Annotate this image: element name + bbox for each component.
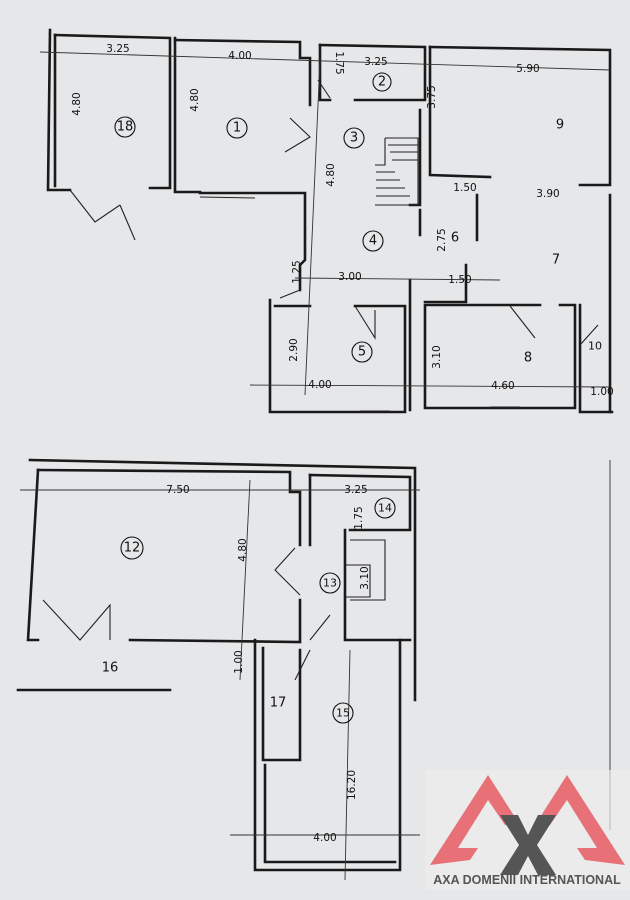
upper-floor-doors — [39, 51, 611, 412]
dim-label: 3.00 — [338, 271, 361, 283]
room-13: 13 — [323, 577, 337, 590]
dim-label: 1.75 — [333, 51, 345, 74]
room-4: 4 — [369, 234, 377, 249]
room-12: 12 — [124, 541, 141, 556]
room-labels-lower: 12 13 14 15 16 17 — [102, 497, 396, 724]
dim-label: 4.80 — [71, 92, 83, 115]
upper-floor-stairs — [375, 137, 419, 206]
room-16: 16 — [102, 661, 119, 676]
dim-label: 4.00 — [313, 832, 336, 844]
room-15: 15 — [336, 707, 350, 720]
dim-label: 3.75 — [426, 85, 438, 108]
dim-label: 3.10 — [359, 566, 371, 589]
dim-label: 5.90 — [516, 63, 539, 75]
dimension-labels-upper: 3.25 4.00 3.25 5.90 4.80 4.80 1.75 3.75 … — [71, 43, 614, 398]
room-17: 17 — [270, 696, 287, 711]
dimension-labels-lower: 7.50 3.25 1.75 4.80 3.10 1.00 16.20 4.00 — [166, 484, 371, 844]
dim-label: 3.25 — [106, 43, 129, 55]
axa-logo: AXA DOMENII INTERNATIONAL — [425, 770, 630, 890]
upper-floor-walls — [46, 28, 614, 414]
lower-floor-doors — [20, 460, 611, 881]
dim-label: 4.80 — [189, 88, 201, 111]
dim-label: 7.50 — [166, 484, 189, 496]
dim-label: 1.75 — [353, 506, 365, 529]
lower-floor-walls — [16, 458, 417, 872]
dim-label: 4.80 — [237, 538, 249, 561]
dim-label: 4.00 — [308, 379, 331, 391]
dim-label: 3.10 — [431, 345, 443, 368]
dim-label: 1.00 — [233, 650, 245, 673]
room-7: 7 — [552, 253, 560, 268]
dim-label: 3.90 — [536, 188, 559, 200]
dim-label: 16.20 — [346, 770, 358, 800]
room-9: 9 — [556, 118, 564, 133]
room-6: 6 — [451, 231, 459, 246]
room-14: 14 — [378, 502, 392, 515]
dim-label: 1.50 — [453, 182, 476, 194]
dim-label: 1.50 — [448, 274, 471, 286]
dim-label: 3.25 — [364, 56, 387, 68]
room-8: 8 — [524, 351, 532, 366]
dim-label: 4.00 — [228, 50, 251, 62]
dim-label: 3.25 — [344, 484, 367, 496]
dim-label: 4.80 — [325, 163, 337, 186]
dim-label: 2.90 — [288, 338, 300, 361]
room-labels-upper: 18 1 2 3 4 5 6 7 8 9 10 — [114, 72, 602, 366]
room-2: 2 — [378, 75, 386, 90]
room-5: 5 — [358, 345, 366, 360]
dim-label: 1.00 — [590, 386, 613, 398]
room-3: 3 — [350, 131, 358, 146]
watermark-company: AXA DOMENII INTERNATIONAL — [433, 873, 621, 887]
room-10: 10 — [588, 340, 602, 353]
dim-label: 1.25 — [291, 260, 303, 283]
room-18: 18 — [117, 120, 134, 135]
dim-label: 4.60 — [491, 380, 514, 392]
dim-label: 2.75 — [436, 228, 448, 251]
room-1: 1 — [233, 121, 241, 136]
